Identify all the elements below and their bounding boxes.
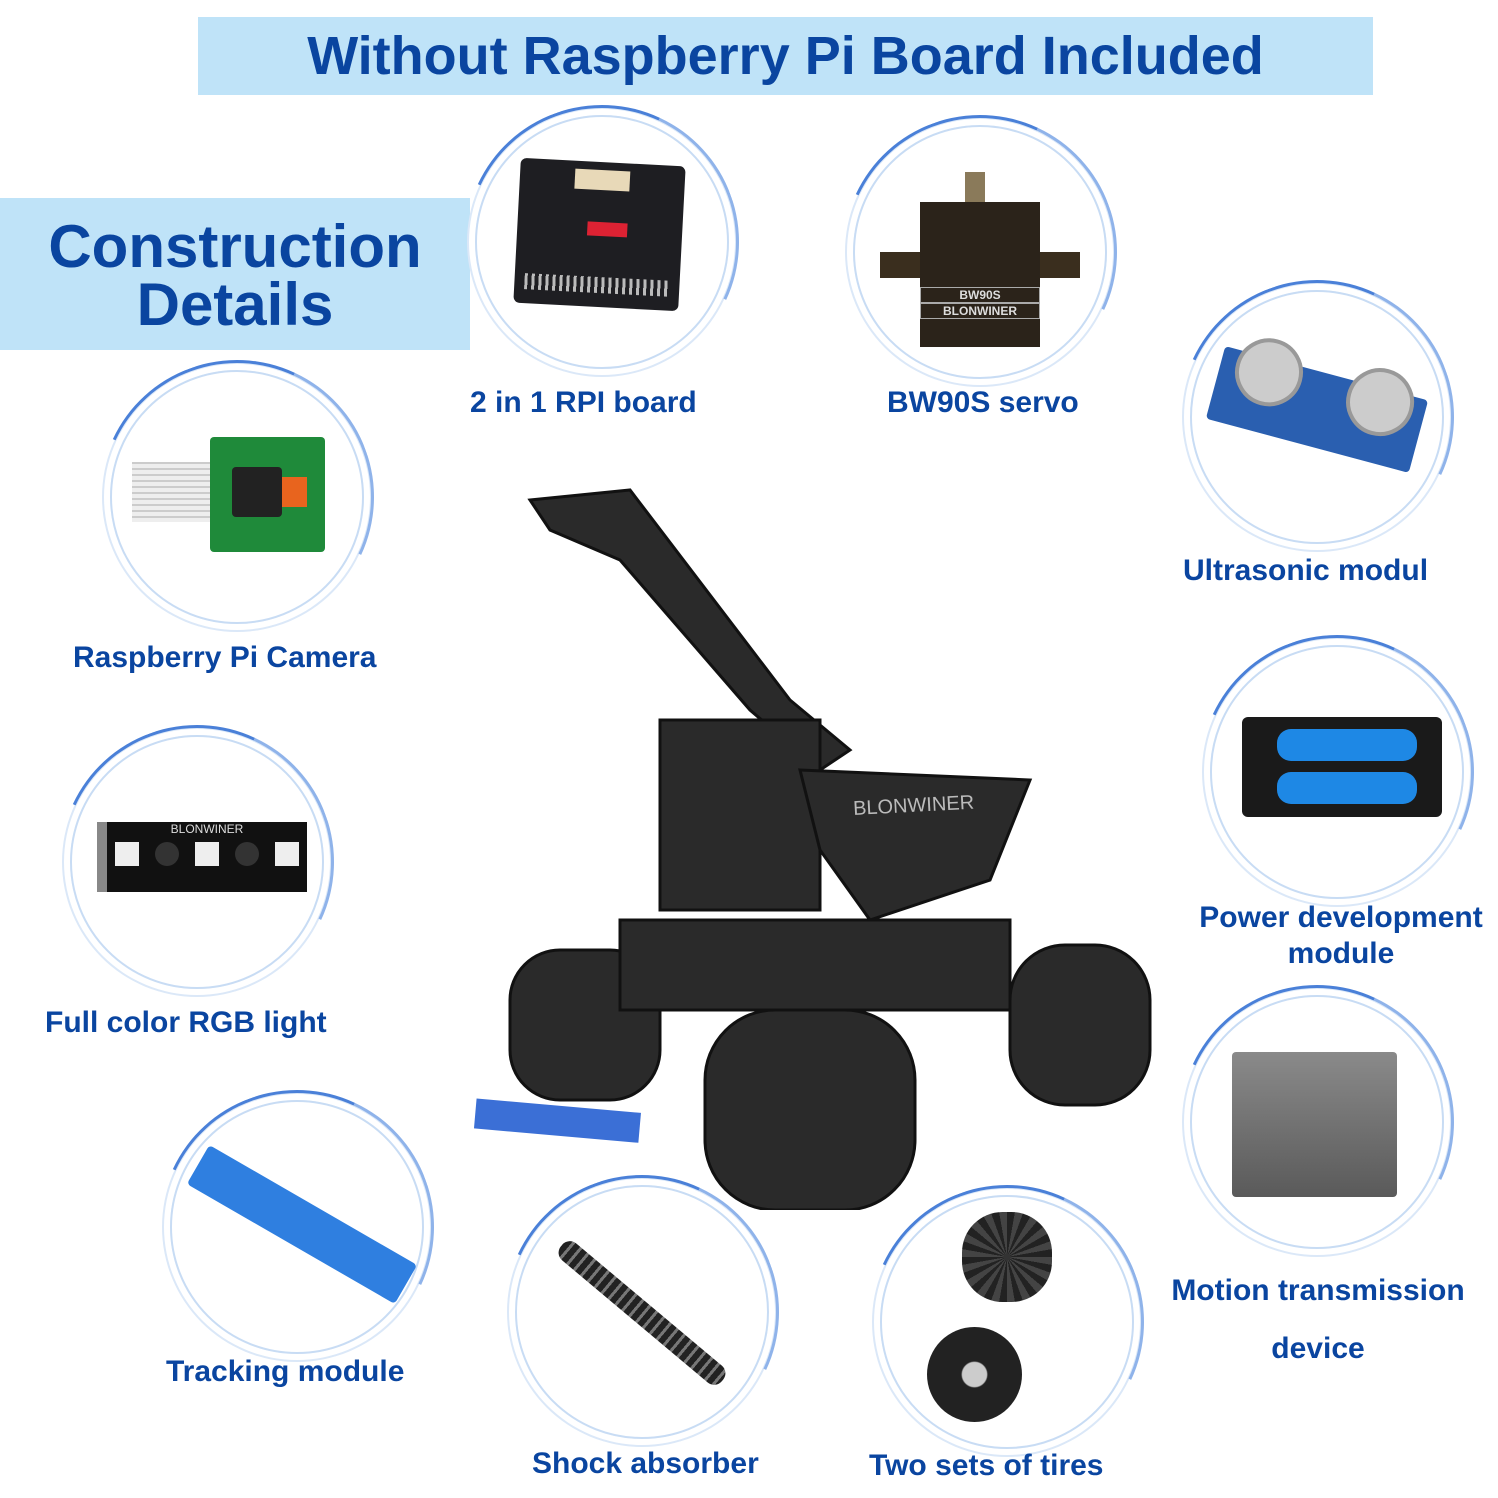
motion-label: Motion transmission device: [1160, 1262, 1476, 1378]
rgb-circle: BLONWINER: [70, 735, 324, 989]
rgb-label: Full color RGB light: [45, 1006, 327, 1039]
power-label-line2: module: [1287, 937, 1395, 970]
tracking-sensor-icon: [186, 1145, 418, 1304]
battery-module-icon: [1242, 717, 1442, 817]
wheel-icon: [927, 1327, 1022, 1422]
servo-circle: BW90S BLONWINER: [853, 125, 1107, 379]
gearbox-icon: [1232, 1052, 1397, 1197]
shock-circle: [515, 1185, 769, 1439]
controller-board-icon: [513, 157, 686, 312]
ultrasonic-sensor-icon: [1205, 330, 1429, 473]
camera-module-icon: [132, 437, 332, 557]
rpi-board-circle: [475, 115, 729, 369]
motion-circle: [1190, 995, 1444, 1249]
ultrasonic-circle: [1190, 290, 1444, 544]
power-label: Power development module: [1185, 900, 1497, 972]
rgb-brand-print: BLONWINER: [170, 822, 244, 836]
track-front-right: [703, 1008, 917, 1210]
camera-label: Raspberry Pi Camera: [73, 641, 377, 674]
section-banner: Construction Details: [0, 198, 470, 350]
tires-label: Two sets of tires: [869, 1449, 1104, 1482]
power-label-line1: Power development: [1199, 901, 1483, 934]
shock-absorber-icon: [554, 1237, 730, 1389]
tracking-circle: [170, 1100, 424, 1354]
title-banner: Without Raspberry Pi Board Included: [198, 17, 1373, 95]
ultrasonic-label: Ultrasonic modul: [1183, 554, 1429, 587]
rgb-light-icon: BLONWINER: [97, 822, 307, 892]
servo-brand-print: BLONWINER: [920, 303, 1040, 319]
camera-circle: [110, 370, 364, 624]
robot-body: [658, 718, 822, 912]
servo-model-print: BW90S: [920, 287, 1040, 303]
robot-front-plate: [798, 768, 1033, 922]
motion-label-line1: Motion transmission: [1171, 1274, 1465, 1307]
servo-label: BW90S servo: [887, 386, 1079, 419]
robot-car-image: BLONWINER: [473, 488, 1152, 1210]
section-title-line1: Construction: [48, 213, 422, 280]
rpi-board-label: 2 in 1 RPI board: [470, 386, 697, 419]
section-title-line2: Details: [136, 271, 334, 338]
track-rear-right: [1008, 943, 1152, 1107]
shock-label: Shock absorber: [532, 1447, 759, 1480]
robot-chassis: [618, 918, 1012, 1012]
tracking-label: Tracking module: [166, 1355, 405, 1388]
tires-circle: [880, 1195, 1134, 1449]
motion-label-line2: device: [1271, 1332, 1365, 1365]
tracking-module-mounted: [473, 1098, 641, 1143]
power-circle: [1210, 645, 1464, 899]
tires-icon: [962, 1212, 1052, 1302]
servo-icon: BW90S BLONWINER: [880, 172, 1080, 347]
